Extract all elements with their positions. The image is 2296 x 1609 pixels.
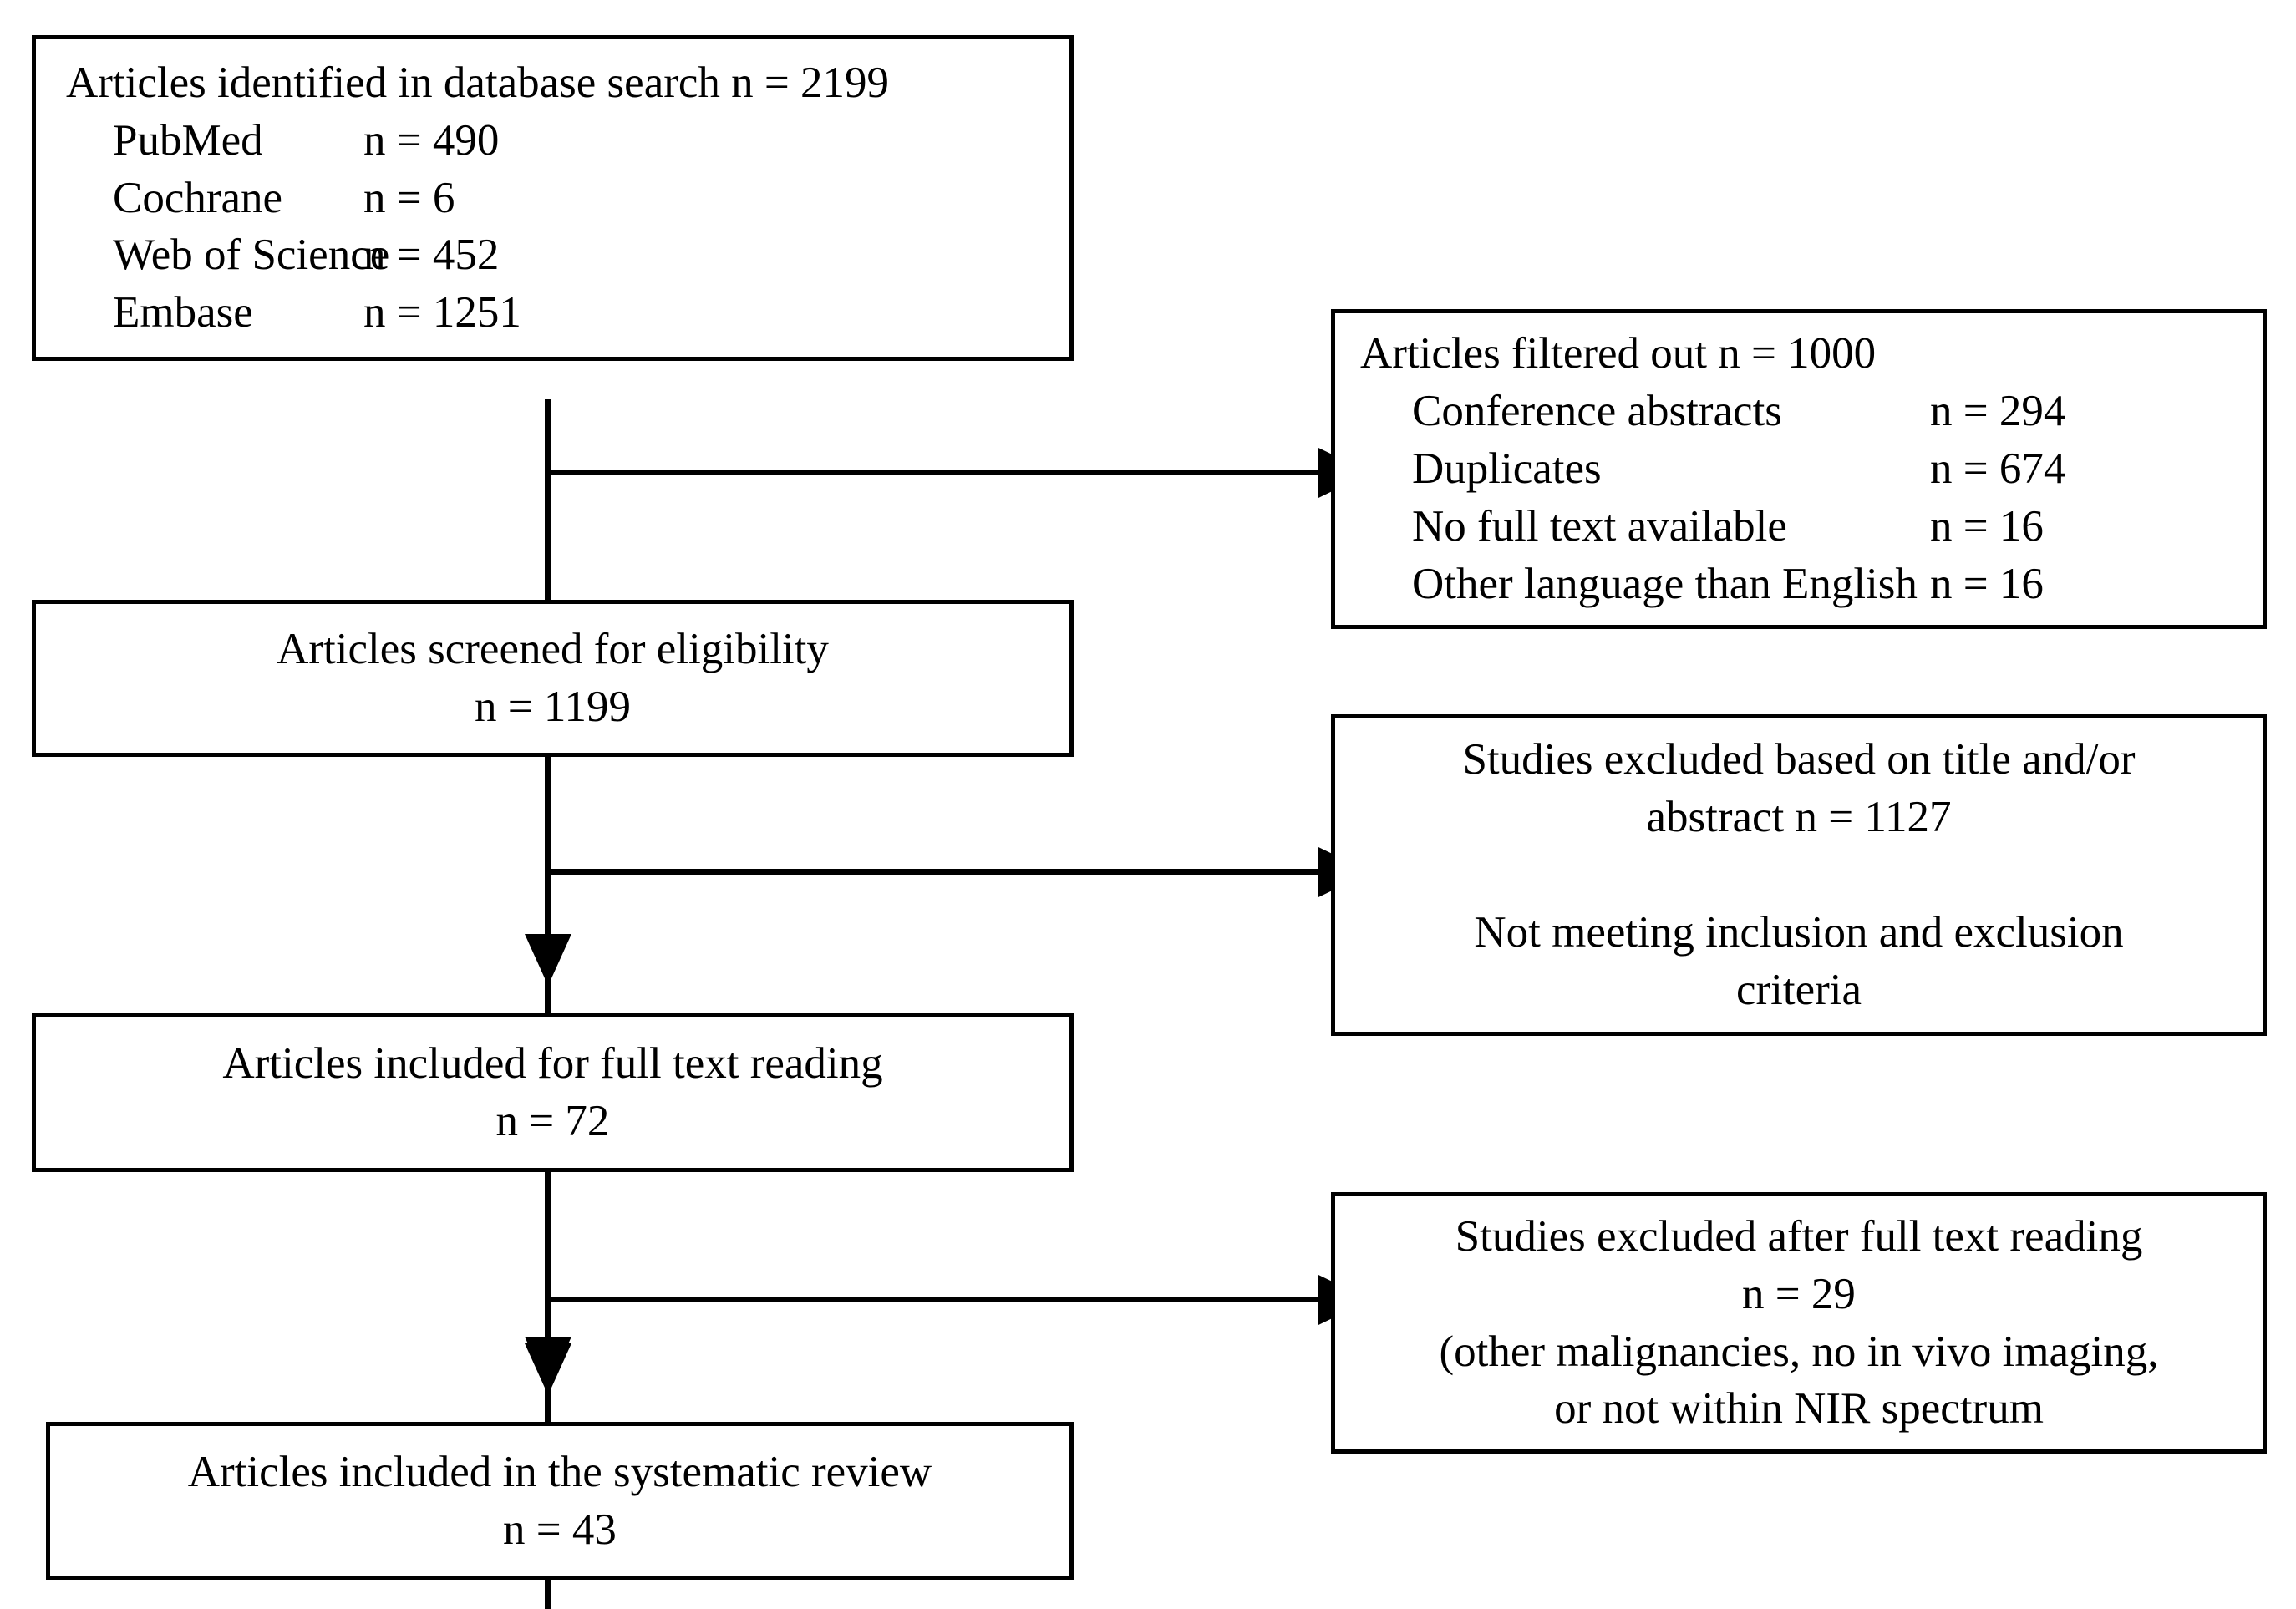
reason-row: No full text available n = 16	[1412, 498, 2263, 556]
source-count: n = 490	[363, 115, 500, 165]
included-box: Articles included in the systematic revi…	[46, 1422, 1074, 1580]
excluded-ft-line-4: or not within NIR spectrum	[1554, 1384, 2044, 1434]
excluded-ta-spacer	[1793, 846, 1804, 904]
identification-box: Articles identified in database search n…	[32, 35, 1074, 361]
excluded-full-text-box: Studies excluded after full text reading…	[1331, 1192, 2267, 1454]
excluded-ta-line-5: criteria	[1735, 965, 1862, 1014]
source-row: Embase n = 1251	[113, 284, 1069, 342]
source-label: Embase	[113, 288, 253, 338]
full-text-box: Articles included for full text reading …	[32, 1013, 1074, 1172]
full-text-line-1: Articles included for full text reading	[222, 1038, 883, 1088]
connector-3-down-arrowhead	[525, 1343, 571, 1395]
excluded-ta-line-2: abstract n = 1127	[1646, 793, 1952, 842]
connector-3-horizontal-branch	[545, 1297, 1320, 1302]
full-text-line-2: n = 72	[495, 1096, 610, 1145]
excluded-ft-line-3: (other malignancies, no in vivo imaging,	[1439, 1327, 2159, 1376]
reason-label: Conference abstracts	[1412, 387, 1782, 436]
source-label: Web of Science	[113, 231, 390, 280]
included-line-2: n = 43	[503, 1505, 617, 1554]
source-label: Cochrane	[113, 173, 283, 222]
source-row: Web of Science n = 452	[113, 226, 1069, 284]
filtered-out-heading: Articles filtered out n = 1000	[1360, 329, 1877, 378]
reason-label: Other language than English	[1412, 559, 1918, 608]
reason-label: No full text available	[1412, 501, 1787, 551]
source-row: Cochrane n = 6	[113, 170, 1069, 227]
reason-row: Conference abstracts n = 294	[1412, 383, 2263, 440]
identification-heading: Articles identified in database search n…	[66, 58, 890, 107]
screened-line-2: n = 1199	[475, 683, 631, 731]
source-row: PubMed n = 490	[113, 112, 1069, 170]
included-line-1: Articles included in the systematic revi…	[187, 1447, 932, 1496]
connector-2-horizontal-branch	[545, 869, 1320, 875]
identification-source-list: PubMed n = 490 Cochrane n = 6 Web of Sci…	[36, 112, 1069, 343]
source-count: n = 452	[363, 231, 500, 280]
reason-count: n = 674	[1930, 444, 2066, 494]
excluded-ta-line-4: Not meeting inclusion and exclusion	[1474, 907, 2124, 957]
screened-line-1: Articles screened for eligibility	[277, 625, 829, 674]
source-count: n = 6	[363, 173, 455, 222]
filtered-out-reason-list: Conference abstracts n = 294 Duplicates …	[1335, 383, 2263, 613]
source-count: n = 1251	[363, 288, 521, 338]
excluded-title-abstract-box: Studies excluded based on title and/or a…	[1331, 714, 2267, 1036]
reason-count: n = 16	[1930, 501, 2044, 551]
reason-count: n = 294	[1930, 387, 2066, 436]
screened-box: Articles screened for eligibility n = 11…	[32, 600, 1074, 757]
filtered-out-box: Articles filtered out n = 1000 Conferenc…	[1331, 309, 2267, 629]
reason-label: Duplicates	[1412, 444, 1602, 494]
reason-count: n = 16	[1930, 559, 2044, 608]
connector-3-vertical-stem	[545, 1228, 551, 1609]
reason-row: Duplicates n = 674	[1412, 440, 2263, 498]
excluded-ta-line-1: Studies excluded based on title and/or	[1462, 735, 2136, 784]
excluded-ft-line-2: n = 29	[1742, 1269, 1856, 1318]
connector-1-horizontal-branch	[545, 470, 1320, 475]
excluded-ft-line-1: Studies excluded after full text reading	[1455, 1211, 2143, 1261]
reason-row: Other language than English n = 16	[1412, 556, 2263, 613]
source-label: PubMed	[113, 115, 263, 165]
